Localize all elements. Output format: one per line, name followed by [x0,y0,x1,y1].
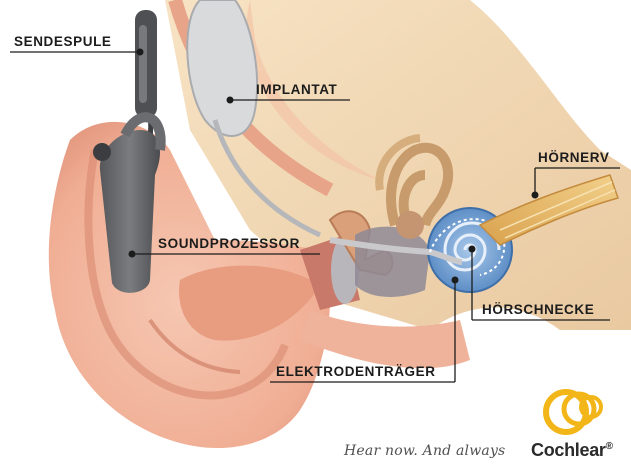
label-implantat: IMPLANTAT [256,82,337,97]
brand-logo: Cochlear® [531,440,613,461]
cochlear-logo-icon [546,392,601,432]
middle-ear-cavity [355,227,430,297]
label-elektrodentraeger: ELEKTRODENTRÄGER [276,364,436,379]
label-hoerschnecke: HÖRSCHNECKE [482,302,594,317]
label-hoernerv: HÖRNERV [538,150,609,165]
trademark-symbol: ® [606,441,613,452]
vestibule [396,211,424,239]
brand-name-text: Cochlear [531,440,606,460]
label-sendespule: SENDESPULE [14,34,112,49]
label-soundprozessor: SOUNDPROZESSOR [158,236,300,251]
brand-tagline: Hear now. And always [344,443,505,459]
